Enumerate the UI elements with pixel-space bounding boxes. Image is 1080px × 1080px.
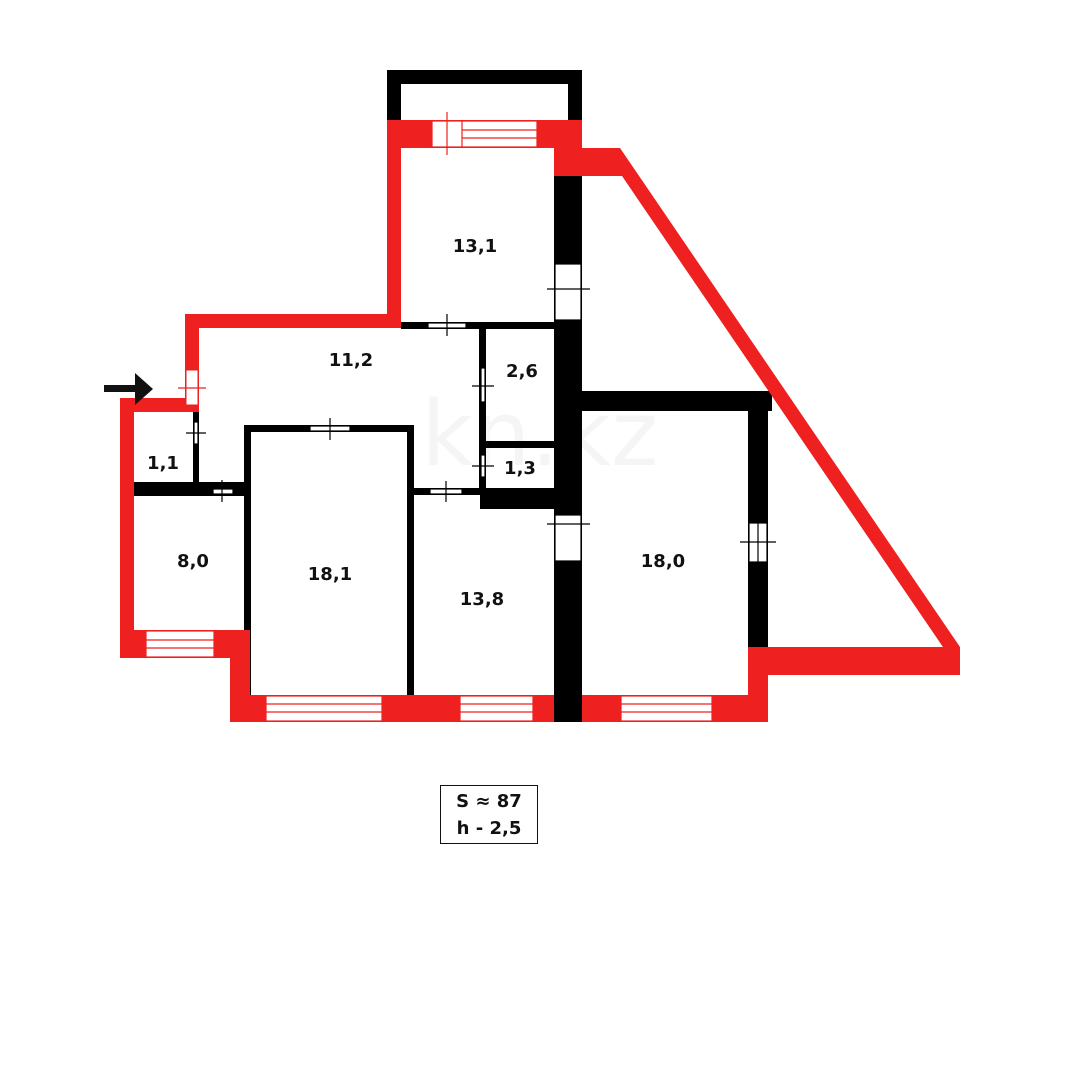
summary-box: S ≈ 87 h - 2,5 (440, 785, 538, 844)
door (427, 314, 467, 336)
room-area-label: 2,6 (506, 361, 538, 382)
door (547, 514, 590, 562)
door (472, 367, 494, 403)
room-area-label: 18,1 (308, 564, 352, 585)
room-area-label: 1,1 (147, 453, 179, 474)
door (429, 481, 463, 502)
window (265, 695, 383, 722)
door (309, 418, 351, 440)
room-area-label: 18,0 (641, 551, 685, 572)
total-area: S ≈ 87 (456, 791, 522, 812)
room-area-label: 8,0 (177, 551, 209, 572)
windows (145, 112, 713, 722)
ceiling-height: h - 2,5 (456, 818, 522, 839)
room-area-label: 11,2 (329, 350, 373, 371)
room-area-label: 1,3 (504, 458, 536, 479)
door (186, 421, 206, 445)
window (620, 695, 713, 722)
entrance-door (178, 369, 206, 406)
window (145, 630, 215, 658)
door (472, 454, 494, 478)
room-area-label: 13,1 (453, 236, 497, 257)
door (740, 522, 776, 563)
doors (186, 263, 776, 563)
window (431, 112, 538, 155)
door (547, 263, 590, 321)
room-area-label: 13,8 (460, 589, 504, 610)
window (459, 695, 534, 722)
arrow-right-icon (104, 373, 153, 405)
door (212, 480, 234, 502)
wall-joint (554, 695, 582, 722)
